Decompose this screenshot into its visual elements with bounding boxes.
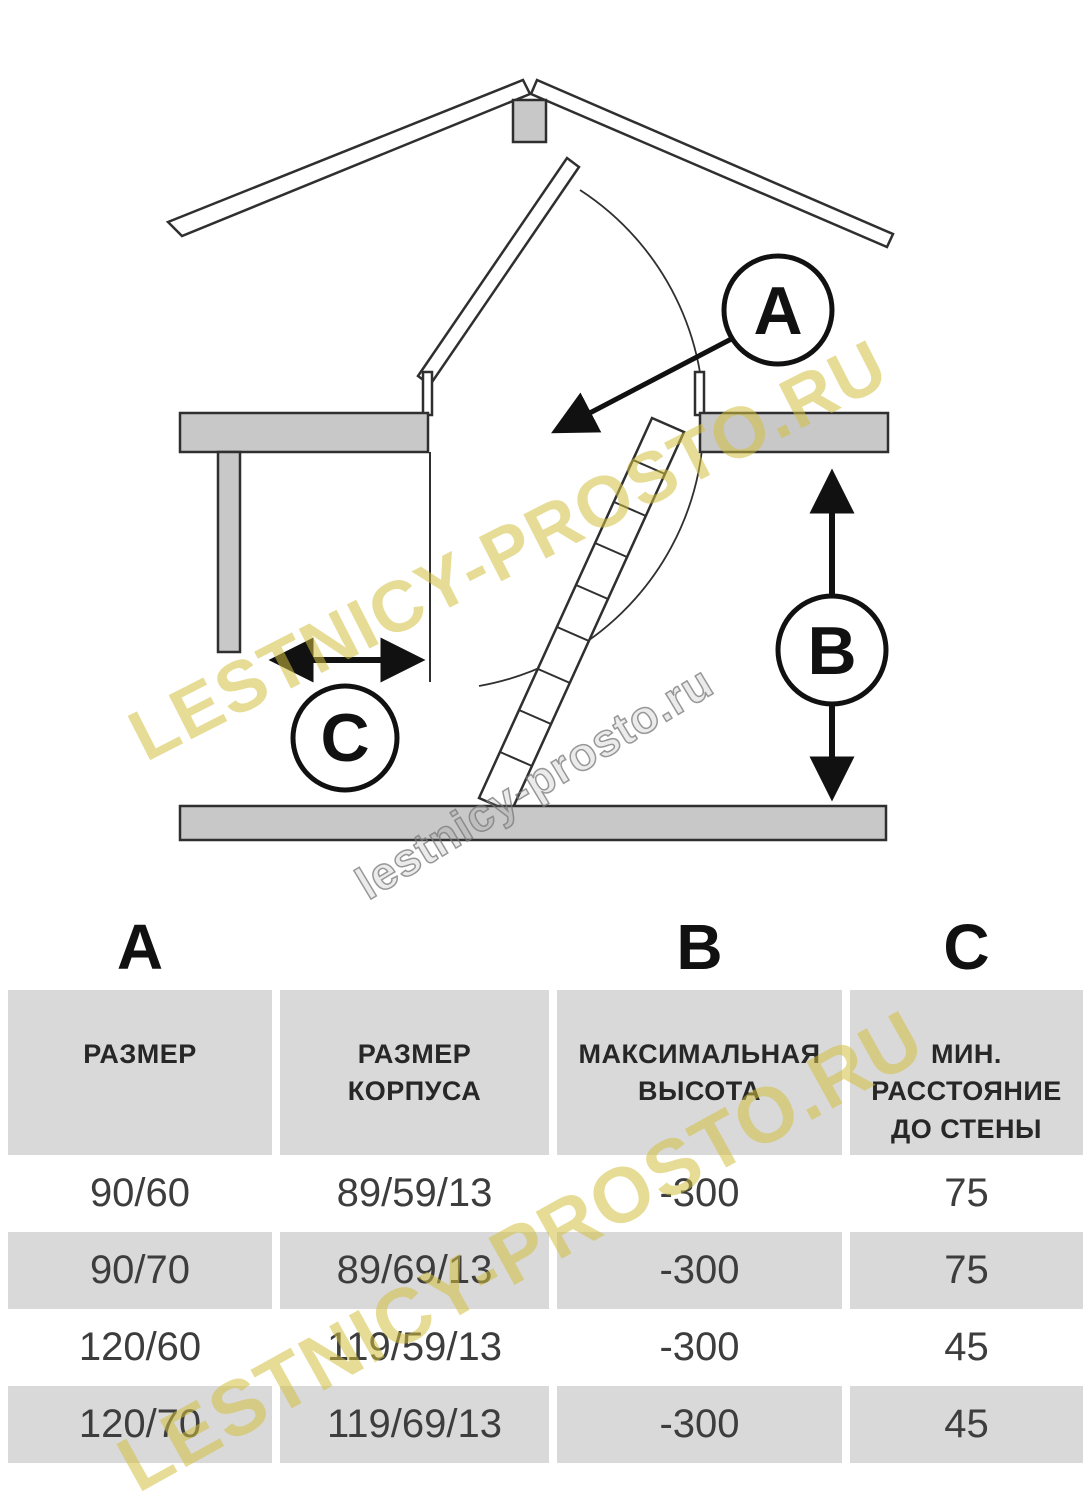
table-cell: 89/69/13 (280, 1232, 549, 1309)
hatch-lid-open (416, 156, 581, 387)
table-cell: 120/70 (8, 1386, 272, 1463)
label-circle-b (775, 593, 889, 707)
chimney (511, 98, 548, 144)
roof-right-slope (529, 78, 895, 249)
roof-left-slope (165, 78, 532, 238)
ceiling-left-section (178, 411, 430, 454)
label-circle-a (721, 253, 835, 367)
spec-table: РАЗМЕР РАЗМЕР КОРПУСА МАКСИМАЛЬНАЯ ВЫСОТ… (8, 990, 1083, 1463)
hatch-frame-left (421, 370, 434, 417)
table-cell: 89/59/13 (336, 1171, 493, 1215)
column-letter-a: A (116, 911, 164, 983)
column-letter-spacer (280, 908, 549, 986)
table-cell: 90/60 (89, 1171, 191, 1215)
floor-slab (178, 804, 888, 842)
table-cell: -300 (659, 1325, 740, 1369)
interior-wall (216, 450, 242, 654)
table-cell: 75 (944, 1171, 989, 1215)
header-body-size: РАЗМЕР КОРПУСА (280, 990, 549, 1155)
header-size: РАЗМЕР (8, 990, 272, 1155)
table-cell: 45 (944, 1325, 989, 1369)
hatch-frame-right (693, 370, 706, 417)
header-min-wall-distance: МИН. РАССТОЯНИЕ ДО СТЕНЫ (850, 990, 1083, 1155)
diagram-label-c: C (320, 700, 369, 776)
ladder-rungs (499, 459, 666, 767)
column-letter-b: B (676, 911, 723, 983)
table-cell: 120/60 (78, 1325, 202, 1369)
table-cell: 119/59/13 (327, 1325, 502, 1369)
table-cell: -300 (659, 1171, 740, 1215)
diagram-label-b: B (807, 613, 856, 689)
house-diagram: A B C (165, 78, 895, 842)
label-circle-c (290, 683, 400, 793)
ceiling-right-section (698, 411, 890, 454)
table-cell: -300 (557, 1386, 842, 1463)
table-cell: 119/69/13 (280, 1386, 549, 1463)
table-column-letters: A B C (8, 908, 1083, 986)
table-cell: 90/70 (8, 1232, 272, 1309)
table-cell: -300 (557, 1232, 842, 1309)
column-letter-c: C (943, 911, 990, 983)
dimension-arrow-a (551, 333, 739, 434)
table-cell: 45 (850, 1386, 1083, 1463)
table-cell: 75 (850, 1232, 1083, 1309)
ladder-rails (477, 416, 686, 814)
header-max-height: МАКСИМАЛЬНАЯ ВЫСОТА (557, 990, 842, 1155)
diagram-label-a: A (753, 273, 802, 349)
